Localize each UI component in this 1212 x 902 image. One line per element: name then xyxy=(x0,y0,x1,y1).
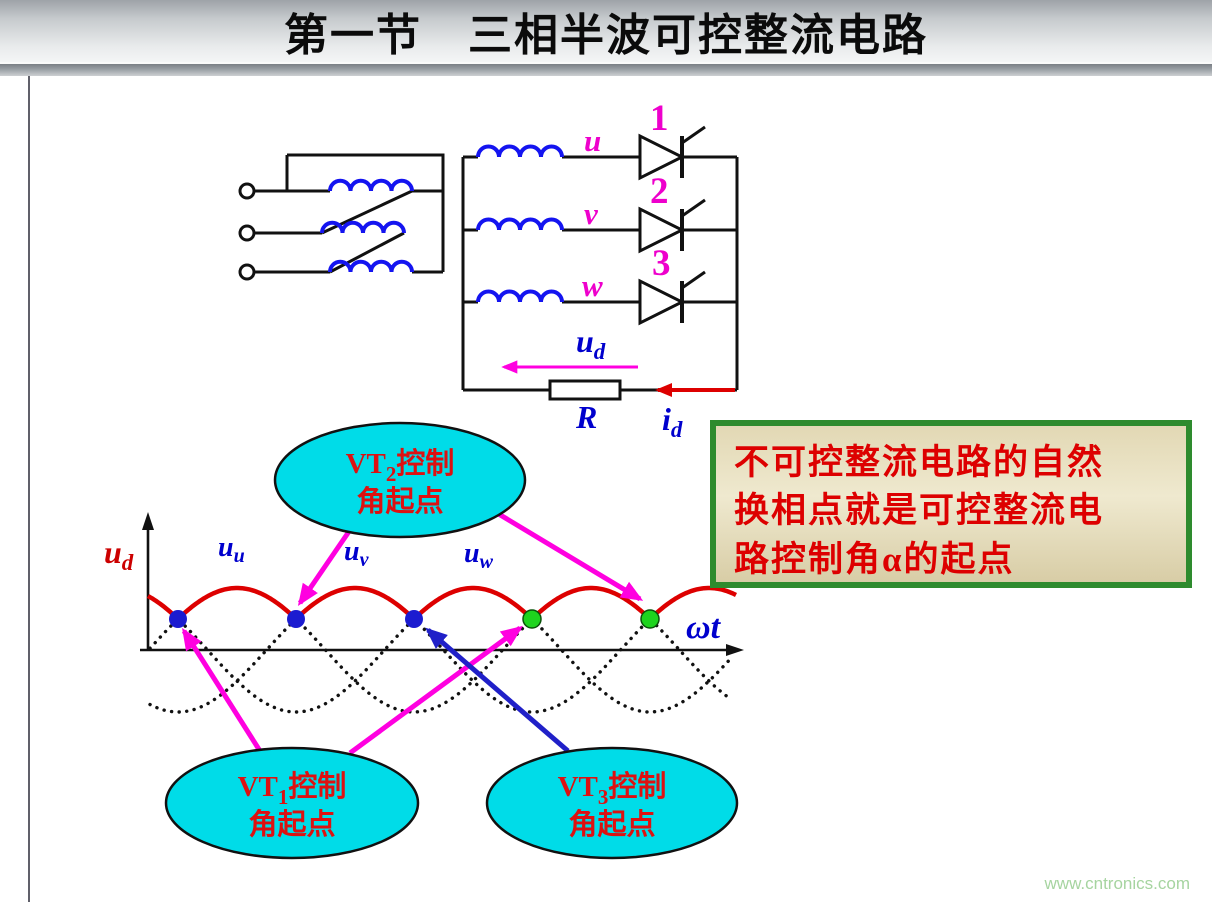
callout-vt3-line2: 角起点 xyxy=(568,808,655,841)
curve-label-uw: uw xyxy=(464,538,494,573)
arrow-vt1-to-point4 xyxy=(348,625,523,756)
commutation-point-3 xyxy=(405,610,423,628)
commutation-point-2 xyxy=(287,610,305,628)
arrow-vt1-to-point1 xyxy=(181,627,263,753)
watermark: www.cntronics.com xyxy=(1044,874,1190,893)
thyristor-3 xyxy=(638,278,686,326)
thyristor-number-1: 1 xyxy=(650,98,669,139)
input-terminal-2 xyxy=(238,224,256,242)
callouts: VT2控制 角起点 VT1控制 角起点 VT3控制 角起点 xyxy=(164,421,739,860)
commutation-point-4 xyxy=(522,609,542,629)
primary-coil-1 xyxy=(328,178,414,192)
secondary-coil-u xyxy=(476,144,564,158)
secondary-coil-w xyxy=(476,289,564,303)
callout-vt1-line1: VT1控制 xyxy=(238,770,347,809)
thyristor-2 xyxy=(638,206,686,254)
title-bar-divider xyxy=(0,62,1212,76)
rectifier-circuit xyxy=(461,125,739,401)
arrow-vt2-to-point5 xyxy=(495,510,644,602)
curve-label-uu: uu xyxy=(218,532,245,567)
phase-label-w: w xyxy=(582,268,603,303)
callout-vt3-line1: VT3控制 xyxy=(558,770,667,809)
page-title: 第一节 三相半波可控整流电路 xyxy=(284,11,928,60)
thyristor-1 xyxy=(638,133,686,181)
ud-label: ud xyxy=(576,323,606,364)
thyristor-number-3: 3 xyxy=(652,243,671,284)
callout-vt3 xyxy=(485,746,739,860)
thyristor-1-gate xyxy=(681,125,706,145)
note-line-1: 不可控整流电路的自然 xyxy=(734,443,1105,482)
commutation-point-5 xyxy=(640,609,660,629)
waveform-x-label: ωt xyxy=(686,609,722,646)
commutation-point-1 xyxy=(169,610,187,628)
input-terminal-3 xyxy=(238,263,256,281)
callout-vt1-line2: 角起点 xyxy=(248,808,335,841)
x-axis-arrowhead xyxy=(726,644,744,656)
thyristor-3-gate xyxy=(681,270,706,290)
callout-vt2-line1: VT2控制 xyxy=(346,447,455,486)
transformer xyxy=(238,153,445,281)
id-label: id xyxy=(662,401,683,442)
input-terminal-1 xyxy=(238,182,256,200)
waveform-y-label: ud xyxy=(104,534,134,575)
resistor-label: R xyxy=(575,399,597,435)
waveform-plot: ud uu uv uw ωt xyxy=(104,512,744,714)
arrow-vt3-to-point3 xyxy=(425,627,570,753)
y-axis-arrowhead xyxy=(142,512,154,530)
callout-vt2-line2: 角起点 xyxy=(356,485,443,518)
callout-arrows xyxy=(181,510,644,756)
winding-zigzag-link-2 xyxy=(329,231,405,274)
phase-label-v: v xyxy=(584,196,599,231)
winding-frame xyxy=(287,153,445,272)
ud-output-envelope xyxy=(146,585,738,622)
phase-label-u: u xyxy=(584,123,601,158)
primary-coil-2 xyxy=(320,220,406,234)
primary-coil-3 xyxy=(328,259,414,273)
title-bar: 第一节 三相半波可控整流电路 xyxy=(0,0,1212,62)
thyristor-number-2: 2 xyxy=(650,171,669,212)
thyristor-2-gate xyxy=(681,198,706,218)
callout-vt2 xyxy=(273,421,527,539)
curve-label-uv: uv xyxy=(344,536,370,571)
note-line-3: 路控制角α的起点 xyxy=(734,539,1015,579)
secondary-coil-v xyxy=(476,217,564,231)
callout-vt1 xyxy=(164,746,420,860)
note-line-2: 换相点就是可控整流电 xyxy=(734,491,1105,531)
left-edge-line xyxy=(28,76,30,902)
arrow-vt2-to-point2 xyxy=(297,528,353,607)
note-box: 不可控整流电路的自然 换相点就是可控整流电 路控制角α的起点 xyxy=(710,420,1192,588)
load-resistor xyxy=(548,379,622,401)
